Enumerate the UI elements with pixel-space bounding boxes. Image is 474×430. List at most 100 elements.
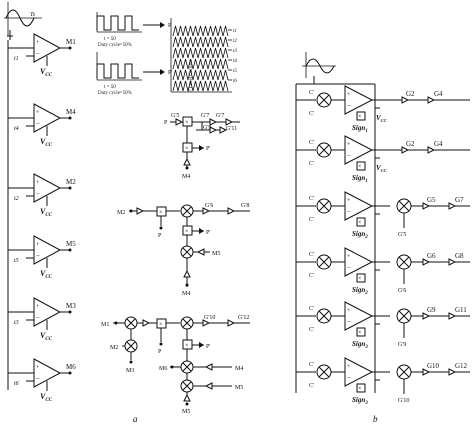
svg-text:−: −: [347, 264, 351, 272]
b1-m: M4: [182, 174, 190, 180]
comparator-label-M4: M4: [66, 108, 76, 116]
b3-m3: M3: [126, 368, 134, 374]
leg-sign-4: Sign3: [352, 340, 368, 350]
pulse-bottom-duty: Duty cycle=50%: [98, 91, 132, 96]
b2-m4: M4: [182, 291, 190, 297]
sine-source-b: [302, 52, 336, 84]
b3-m2: M2: [110, 345, 118, 351]
svg-text:×: ×: [159, 210, 162, 216]
svg-text:×: ×: [358, 386, 361, 392]
pulse-bottom-period: t = 50: [104, 85, 116, 90]
comparator-input-M6: t6: [14, 381, 19, 387]
pulse-generator-bottom: t = 50 Duty cycle=50% P': [96, 52, 172, 96]
svg-text:−: −: [36, 252, 40, 260]
leg-out2-3: G8: [455, 252, 464, 260]
b1-g9: G'9: [203, 125, 211, 131]
b3-p: P: [158, 349, 162, 355]
comparator-label-M1: M1: [66, 38, 76, 46]
leg-out2-1: G4: [434, 140, 443, 148]
leg-sign-3: Sign2: [352, 286, 368, 296]
logic-block-2: M2 × P G'6 G'8 × P' M5 M4: [117, 203, 250, 297]
svg-text:+: +: [347, 92, 351, 98]
comparator-input-M2: t2: [14, 196, 19, 202]
leg-sign-2: Sign2: [352, 230, 368, 240]
svg-text:×: ×: [185, 146, 188, 152]
b3-m5: M5: [235, 385, 243, 391]
svg-text:×: ×: [358, 220, 361, 226]
leg-in1-5: C': [309, 362, 314, 368]
leg-feedback-5: G'10: [398, 398, 409, 404]
svg-text:−: −: [347, 102, 351, 110]
leg-in2-0: C': [309, 111, 314, 117]
comparator-label-M5: M5: [66, 240, 76, 248]
caption-a: a: [133, 414, 138, 424]
leg-out2-2: G7: [455, 196, 464, 204]
b1-p-prime: P': [206, 146, 210, 152]
comparator-stages-a: +−t1M1VCC+−t4M4VCC+−t2M2VCC+−t5M5VCC+−t3…: [8, 33, 76, 403]
svg-text:+: +: [36, 242, 40, 248]
supply-label-M3: VCC: [40, 331, 53, 342]
caption-b: b: [373, 414, 378, 424]
pulse-generator-top: t = 50 Duty cycle=50% P: [96, 12, 172, 48]
svg-text:×: ×: [358, 330, 361, 336]
comparator-label-M2: M2: [66, 178, 76, 186]
svg-text:−: −: [347, 318, 351, 326]
b2-g8: G'8: [241, 203, 249, 209]
svg-text:×: ×: [185, 343, 188, 349]
svg-text:−: −: [36, 50, 40, 58]
panel-b: [295, 52, 376, 393]
svg-text:+: +: [36, 365, 40, 371]
svg-text:+: +: [347, 308, 351, 314]
leg-in2-2: C': [309, 217, 314, 223]
leg-out2-4: G11: [455, 306, 467, 314]
pulse-top-duty: Duty cycle=50%: [98, 43, 132, 48]
pulse-top-out: P: [168, 23, 172, 29]
carrier-label-1: t2: [233, 39, 237, 44]
svg-text:+: +: [36, 110, 40, 116]
svg-text:×: ×: [358, 164, 361, 170]
b3-m1: M1: [101, 322, 109, 328]
sine-source-a: Ts: [4, 2, 42, 40]
b2-p: P: [158, 233, 162, 239]
b1-in-p: P: [164, 120, 168, 126]
leg-in1-2: C': [309, 196, 314, 202]
svg-text:×: ×: [185, 120, 188, 126]
comparator-input-M1: t1: [14, 56, 19, 62]
leg-out1-1: G2: [406, 140, 415, 148]
b3-g10: G'10: [204, 315, 215, 321]
leg-in2-3: C': [309, 273, 314, 279]
svg-text:M5: M5: [182, 409, 190, 415]
b1-g5: G'5: [171, 113, 179, 119]
leg-out1-0: G2: [406, 90, 415, 98]
svg-text:×: ×: [159, 322, 162, 328]
leg-in1-1: C': [309, 140, 314, 146]
svg-text:−: −: [36, 314, 40, 322]
leg-in2-1: C': [309, 161, 314, 167]
b2-p-prime: P': [206, 230, 210, 236]
carriers-caption: 7 Level Carriers: [189, 59, 194, 92]
svg-text:×: ×: [358, 114, 361, 120]
logic-block-3: M1 × P M2 M3 G'10 G'12 × P' M6: [101, 315, 250, 415]
leg-feedback-3: G'6: [398, 288, 406, 294]
svg-text:+: +: [347, 142, 351, 148]
svg-text:−: −: [347, 208, 351, 216]
b2-m5: M5: [212, 251, 220, 257]
leg-in2-4: C': [309, 327, 314, 333]
supply-label-M1: VCC: [40, 67, 53, 78]
svg-text:×: ×: [185, 229, 188, 235]
leg-out1-3: G6: [427, 252, 436, 260]
svg-text:+: +: [347, 198, 351, 204]
svg-text:−: −: [36, 120, 40, 128]
comparator-label-M3: M3: [66, 302, 76, 310]
leg-in2-5: C': [309, 383, 314, 389]
svg-text:+: +: [347, 254, 351, 260]
